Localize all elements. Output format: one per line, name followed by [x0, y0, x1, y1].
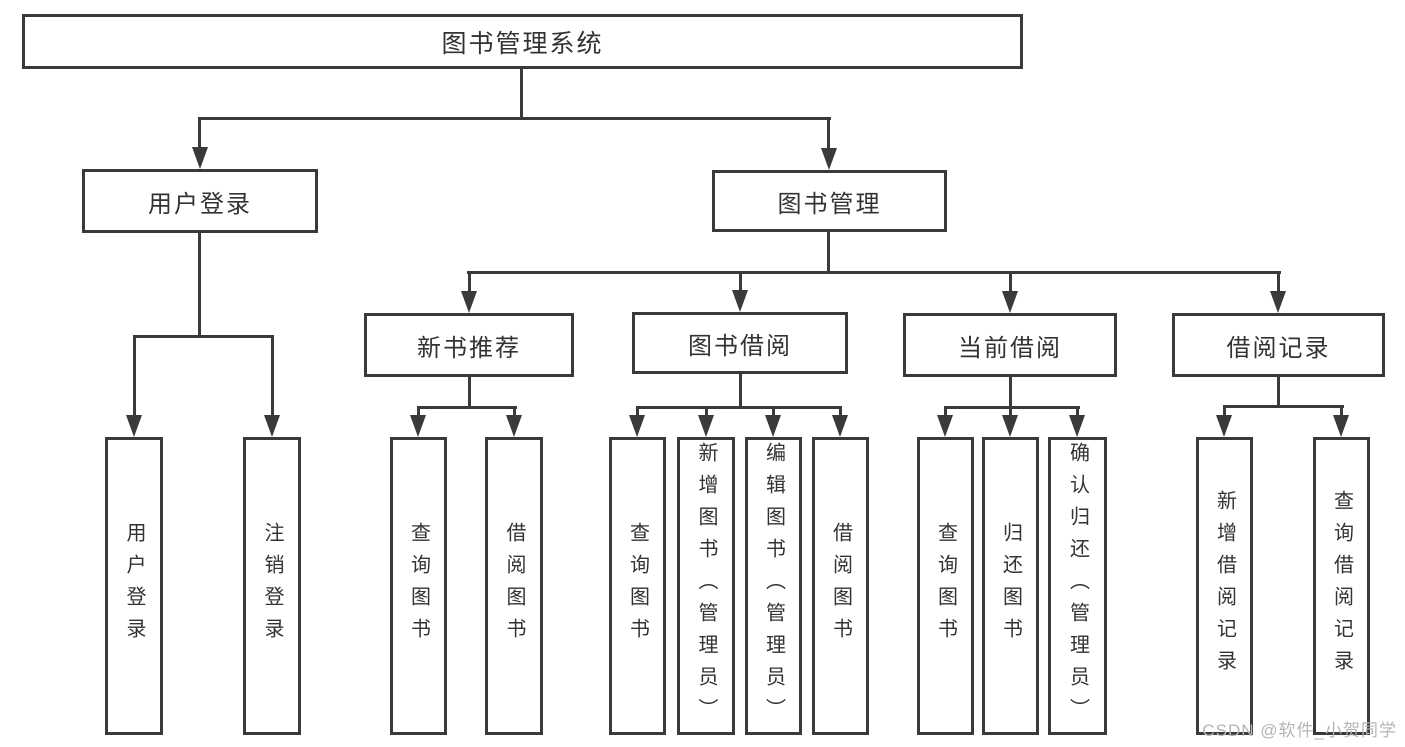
- connector-current-drop: [1009, 377, 1012, 409]
- node-new-book-recommend: 新书推荐: [364, 313, 574, 377]
- arrowhead-icon: [192, 147, 208, 169]
- connector-rec-bus: [417, 406, 517, 409]
- connector-shaft: [513, 406, 516, 418]
- arrowhead-icon: [1002, 291, 1018, 313]
- leaf-return-book: 归还图书: [982, 437, 1039, 735]
- node-current-borrow: 当前借阅: [903, 313, 1117, 377]
- arrowhead-icon: [1270, 291, 1286, 313]
- node-book-borrow: 图书借阅: [632, 312, 848, 374]
- arrowhead-icon: [126, 415, 142, 437]
- connector-shaft: [198, 117, 201, 151]
- connector-shaft: [468, 271, 471, 293]
- connector-login-bus: [133, 335, 274, 338]
- connector-borrow-bus: [636, 406, 842, 409]
- leaf-query-book: 查询图书: [917, 437, 974, 735]
- connector-shaft: [1009, 271, 1012, 293]
- arrowhead-icon: [1069, 415, 1085, 437]
- connector-mgmt-drop: [827, 232, 830, 273]
- connector-shaft: [827, 117, 830, 152]
- arrowhead-icon: [1333, 415, 1349, 437]
- connector-shaft: [1223, 405, 1226, 418]
- leaf-edit-book-admin: 编辑图书（管理员）: [745, 437, 802, 735]
- connector-shaft: [944, 406, 947, 418]
- arrowhead-icon: [1002, 415, 1018, 437]
- connector-shaft: [271, 335, 274, 419]
- node-borrow-record: 借阅记录: [1172, 313, 1385, 377]
- arrowhead-icon: [732, 290, 748, 312]
- leaf-query-book: 查询图书: [609, 437, 666, 735]
- leaf-borrow-book: 借阅图书: [485, 437, 543, 735]
- arrowhead-icon: [410, 415, 426, 437]
- arrowhead-icon: [698, 415, 714, 437]
- node-user-login: 用户登录: [82, 169, 318, 233]
- arrowhead-icon: [832, 415, 848, 437]
- node-root-library-system: 图书管理系统: [22, 14, 1023, 69]
- leaf-query-borrow-record: 查询借阅记录: [1313, 437, 1370, 735]
- arrowhead-icon: [821, 148, 837, 170]
- arrowhead-icon: [629, 415, 645, 437]
- connector-shaft: [1009, 406, 1012, 418]
- csdn-watermark: CSDN @软件_小贺同学: [1202, 721, 1397, 740]
- connector-level2-bus: [198, 117, 831, 120]
- leaf-add-book-admin: 新增图书（管理员）: [677, 437, 735, 735]
- connector-root-drop: [520, 69, 523, 119]
- leaf-add-borrow-record: 新增借阅记录: [1196, 437, 1253, 735]
- connector-shaft: [636, 406, 639, 418]
- leaf-confirm-return-admin: 确认归还（管理员）: [1048, 437, 1107, 735]
- connector-record-drop: [1277, 377, 1280, 408]
- leaf-logout: 注销登录: [243, 437, 301, 735]
- arrowhead-icon: [1216, 415, 1232, 437]
- leaf-query-book: 查询图书: [390, 437, 447, 735]
- arrowhead-icon: [506, 415, 522, 437]
- connector-level3-bus: [467, 271, 1281, 274]
- connector-shaft: [1277, 271, 1280, 293]
- arrowhead-icon: [765, 415, 781, 437]
- leaf-user-login: 用户登录: [105, 437, 163, 735]
- connector-shaft: [1076, 406, 1079, 418]
- connector-shaft: [417, 406, 420, 418]
- connector-login-drop: [198, 233, 201, 338]
- connector-shaft: [839, 406, 842, 418]
- node-book-management: 图书管理: [712, 170, 947, 232]
- connector-rec-drop: [468, 377, 471, 409]
- connector-record-bus: [1223, 405, 1344, 408]
- arrowhead-icon: [264, 415, 280, 437]
- connector-shaft: [772, 406, 775, 418]
- arrowhead-icon: [937, 415, 953, 437]
- leaf-borrow-book: 借阅图书: [812, 437, 869, 735]
- connector-current-bus: [944, 406, 1080, 409]
- connector-shaft: [739, 271, 742, 292]
- arrowhead-icon: [461, 291, 477, 313]
- connector-shaft: [705, 406, 708, 418]
- connector-shaft: [133, 335, 136, 419]
- connector-borrow-drop: [739, 374, 742, 409]
- connector-shaft: [1340, 405, 1343, 418]
